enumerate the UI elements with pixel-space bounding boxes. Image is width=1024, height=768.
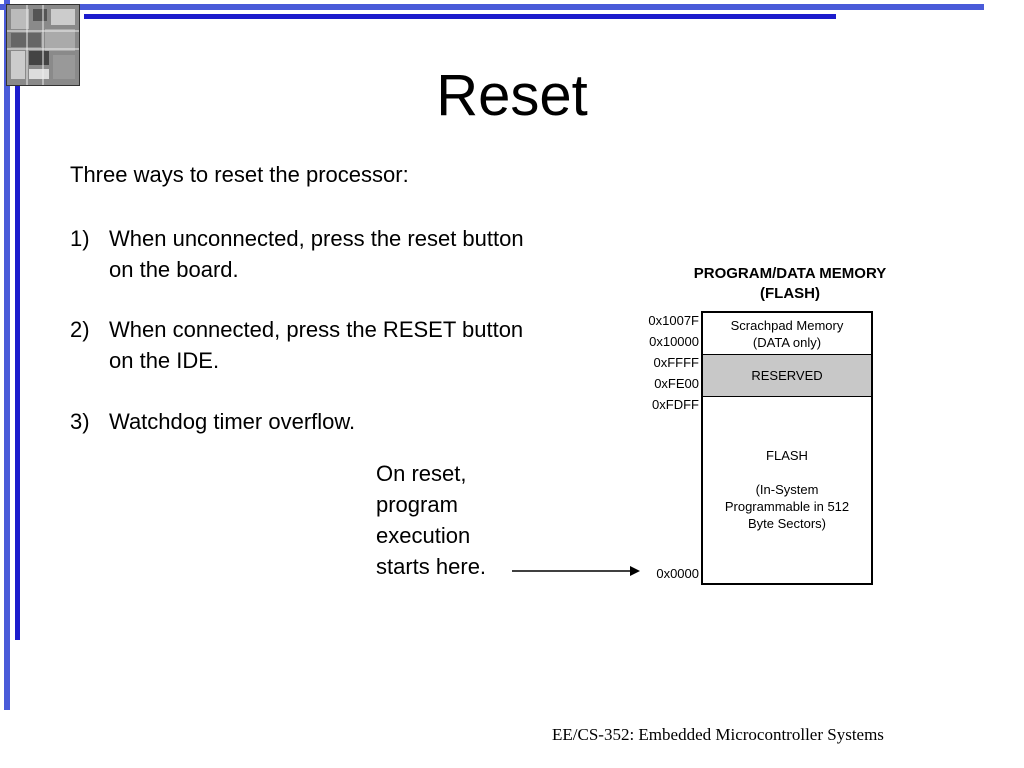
list-item-number: 1) <box>70 226 90 251</box>
list-item-text: When unconnected, press the reset button… <box>109 226 524 282</box>
segment-label: (DATA only) <box>752 335 822 350</box>
list-item-text: Watchdog timer overflow. <box>109 409 356 434</box>
chip-die-icon <box>7 5 79 85</box>
frame-line-left-inner <box>15 14 20 640</box>
memory-map-title-line: PROGRAM/DATA MEMORY <box>693 265 887 282</box>
reserved-segment: RESERVED <box>703 355 871 397</box>
segment-label: RESERVED <box>751 368 823 383</box>
segment-label: Scrachpad Memory <box>730 318 844 333</box>
list-item-text: When connected, press the RESET button o… <box>109 317 524 373</box>
frame-line-left-outer <box>4 0 10 710</box>
address-label: 0xFDFF <box>652 397 699 412</box>
memory-map-title: PROGRAM/DATA MEMORY (FLASH) <box>660 264 920 304</box>
frame-line-top-outer <box>0 4 984 10</box>
list-item-number: 3) <box>70 409 90 434</box>
segment-label: Byte Sectors) <box>747 516 827 531</box>
address-label: 0x0000 <box>656 566 699 581</box>
memory-map: Scrachpad Memory (DATA only) RESERVED FL… <box>701 311 873 585</box>
memory-map-title-line: (FLASH) <box>760 285 820 302</box>
address-label: 0x1007F <box>648 313 699 328</box>
segment-label: Programmable in 512 <box>724 499 850 514</box>
slide-title: Reset <box>436 63 588 128</box>
flash-segment: FLASH (In-System Programmable in 512 Byt… <box>703 397 871 583</box>
intro-text: Three ways to reset the processor: <box>70 162 409 187</box>
footer-course-title: EE/CS-352: Embedded Microcontroller Syst… <box>552 725 884 744</box>
frame-line-top-inner <box>84 14 836 19</box>
address-label: 0x10000 <box>649 334 699 349</box>
segment-label: (In-System <box>755 482 819 497</box>
arrow-right-icon <box>512 566 640 576</box>
chip-logo <box>6 4 80 86</box>
segment-label: FLASH <box>766 448 808 463</box>
reset-note: On reset, program execution starts here. <box>376 461 487 579</box>
scratchpad-segment: Scrachpad Memory (DATA only) <box>703 313 871 355</box>
list-item-number: 2) <box>70 317 90 342</box>
address-label: 0xFFFF <box>653 355 700 370</box>
address-label: 0xFE00 <box>654 376 699 391</box>
